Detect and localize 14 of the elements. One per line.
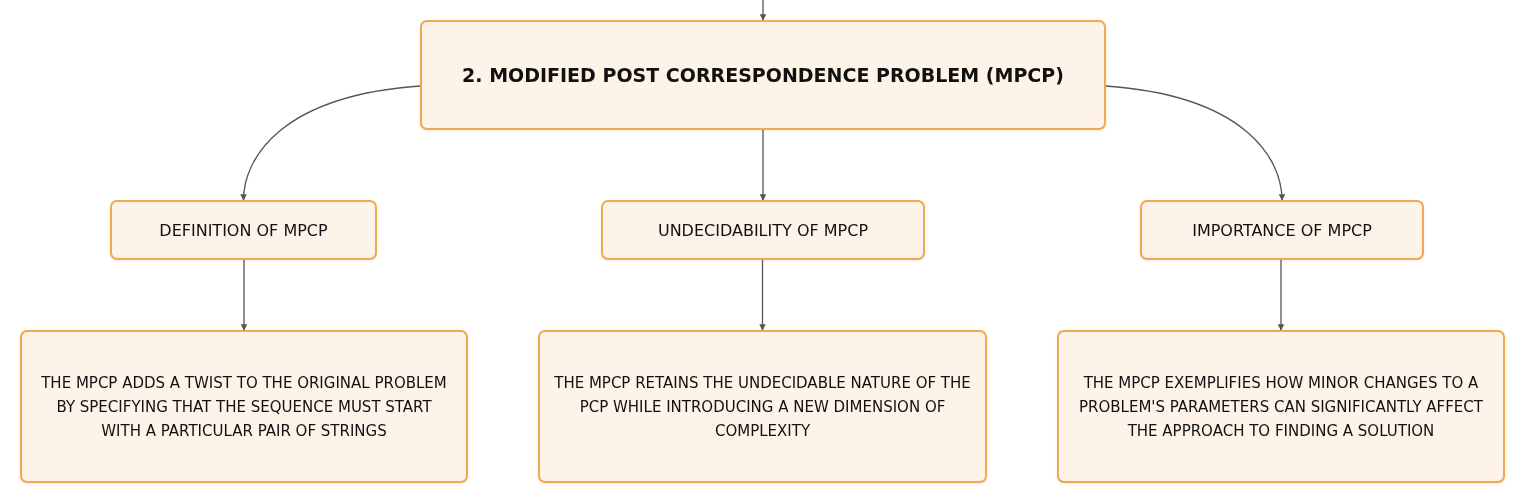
- description-box: THE MPCP EXEMPLIFIES HOW MINOR CHANGES TO A PROBLEM'S PARAMETERS CAN SIGNIFICANTLY AFFECT THE APPROACH TO FINDING A SOLUTION: [1057, 330, 1505, 483]
- arrow: [1277, 259, 1285, 331]
- arrow: [240, 259, 248, 331]
- arrow: [759, 0, 767, 21]
- subtopic-box: UNDECIDABILITY OF MPCP: [601, 200, 925, 260]
- subtopic-box: DEFINITION OF MPCP: [110, 200, 377, 260]
- arrow: [1105, 85, 1285, 201]
- arrow: [759, 259, 766, 331]
- description-box: THE MPCP RETAINS THE UNDECIDABLE NATURE OF THE PCP WHILE INTRODUCING A NEW DIMENSION OF COMPLEXITY: [538, 330, 987, 483]
- subtopic-box: IMPORTANCE OF MPCP: [1140, 200, 1424, 260]
- description-box: THE MPCP ADDS A TWIST TO THE ORIGINAL PROBLEM BY SPECIFYING THAT THE SEQUENCE MUST START WITH A PARTICULAR PAIR OF STRINGS: [20, 330, 468, 483]
- arrow: [759, 129, 767, 201]
- arrow: [240, 85, 421, 201]
- topic-box: 2. MODIFIED POST CORRESPONDENCE PROBLEM (MPCP): [420, 20, 1106, 130]
